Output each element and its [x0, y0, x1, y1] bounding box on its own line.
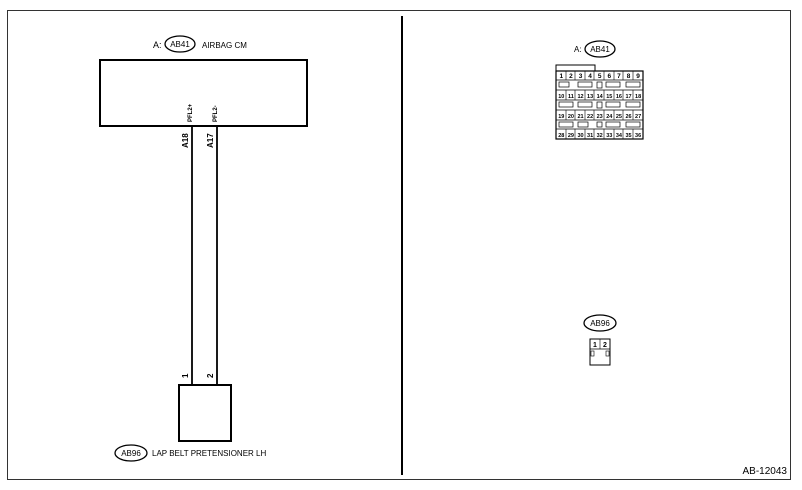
conn-a-pin-34: 34 — [616, 133, 623, 139]
conn-b-oval — [583, 314, 617, 332]
conn-a-pin-14: 14 — [597, 94, 604, 100]
conn-a-pin-27: 27 — [635, 114, 641, 120]
figure-id: AB-12043 — [743, 466, 788, 477]
conn-a-pin-4: 4 — [588, 73, 592, 80]
conn-a-pin-17: 17 — [625, 94, 631, 100]
conn-b-pin-2: 2 — [603, 342, 607, 349]
conn-a-pin-36: 36 — [635, 133, 641, 139]
conn-a-pin-30: 30 — [577, 133, 583, 139]
lap-belt-pretensioner-box — [178, 384, 232, 442]
connector-ab96-face — [589, 338, 611, 366]
conn-a-pin-16: 16 — [616, 94, 622, 100]
device-name: LAP BELT PRETENSIONER LH — [152, 449, 266, 458]
terminal-label-a18: A18 — [181, 133, 190, 148]
conn-b-pin-1: 1 — [593, 342, 597, 349]
device-connector-id: AB96 — [121, 449, 141, 458]
conn-a-pin-24: 24 — [606, 114, 613, 120]
ecu-connector-oval — [164, 35, 196, 53]
conn-a-pin-32: 32 — [597, 133, 603, 139]
conn-a-pin-35: 35 — [625, 133, 631, 139]
conn-a-pin-22: 22 — [587, 114, 593, 120]
conn-a-pin-25: 25 — [616, 114, 622, 120]
conn-a-pin-15: 15 — [606, 94, 612, 100]
conn-a-pin-2: 2 — [569, 73, 573, 80]
conn-a-pin-11: 11 — [568, 94, 574, 100]
conn-a-pin-8: 8 — [627, 73, 631, 80]
ecu-name: AIRBAG CM — [202, 41, 247, 50]
device-connector-oval — [114, 444, 148, 462]
ecu-connector-id: AB41 — [170, 40, 190, 49]
conn-a-id: AB41 — [590, 45, 610, 54]
conn-a-prefix: A: — [574, 45, 582, 54]
signal-label-pfl2-minus: PFL2- — [213, 105, 219, 122]
conn-b-id: AB96 — [590, 319, 610, 328]
conn-a-pin-23: 23 — [597, 114, 603, 120]
conn-a-pin-9: 9 — [636, 73, 640, 80]
conn-a-pin-33: 33 — [606, 133, 612, 139]
terminal-label-a17: A17 — [206, 133, 215, 148]
conn-a-pin-6: 6 — [607, 73, 611, 80]
conn-a-pin-18: 18 — [635, 94, 641, 100]
conn-a-pin-12: 12 — [577, 94, 583, 100]
conn-a-pin-7: 7 — [617, 73, 621, 80]
conn-a-pin-19: 19 — [558, 114, 564, 120]
conn-a-oval — [584, 40, 616, 58]
conn-a-pin-5: 5 — [598, 73, 602, 80]
conn-a-pin-20: 20 — [568, 114, 574, 120]
diagram-frame — [7, 10, 791, 480]
conn-a-pin-29: 29 — [568, 133, 574, 139]
pin-label-2: 2 — [206, 373, 215, 378]
conn-a-pin-21: 21 — [577, 114, 583, 120]
ecu-prefix: A: — [153, 40, 162, 50]
conn-a-pin-13: 13 — [587, 94, 593, 100]
conn-a-pin-31: 31 — [587, 133, 593, 139]
airbag-cm-box — [99, 59, 308, 127]
connector-ab41-face — [555, 64, 644, 140]
conn-a-pin-3: 3 — [579, 73, 583, 80]
conn-a-pin-10: 10 — [558, 94, 564, 100]
conn-a-pin-26: 26 — [625, 114, 631, 120]
conn-a-pin-1: 1 — [559, 73, 563, 80]
pin-label-1: 1 — [181, 373, 190, 378]
signal-label-pfl2-plus: PFL2+ — [188, 103, 194, 122]
conn-a-pin-28: 28 — [558, 133, 564, 139]
